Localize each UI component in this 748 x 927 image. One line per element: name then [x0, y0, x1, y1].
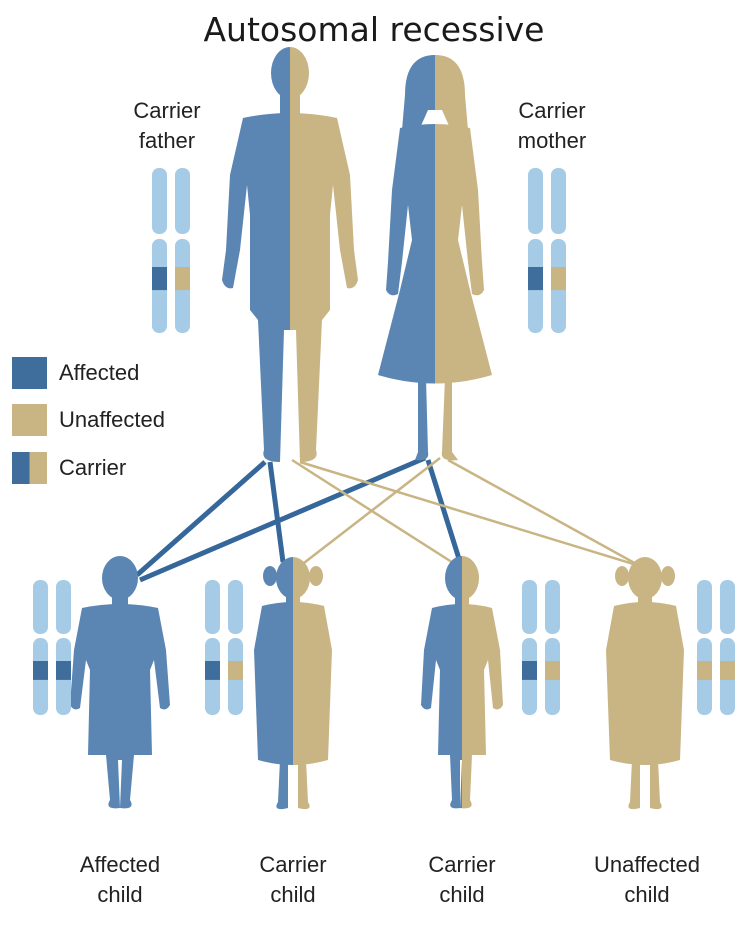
gene-band	[551, 267, 566, 291]
gene-band	[528, 267, 543, 291]
father-right-half	[290, 47, 358, 462]
line-father-to-child3	[291, 458, 459, 568]
mother-right-half	[435, 55, 492, 461]
chromosome-arm-top	[522, 580, 537, 634]
gene-band	[545, 661, 560, 680]
chromosome-pair-child2	[205, 580, 243, 715]
diagram-title: Autosomal recessive	[203, 10, 545, 49]
legend-swatch-carrier-left	[12, 452, 30, 484]
gene-band	[56, 661, 71, 680]
line-mother-to-child3	[425, 459, 463, 563]
legend-item-carrier: Carrier	[59, 452, 126, 484]
father-label-line1: Carrier	[133, 98, 201, 123]
line-mother-to-child2	[299, 457, 441, 567]
mother-label-line2: mother	[517, 128, 587, 153]
chromosome-arm-top	[528, 168, 543, 234]
legend-swatch-affected	[12, 357, 47, 389]
mother-label: Carrier mother	[497, 96, 607, 156]
chromosome-arm-top	[228, 580, 243, 634]
line-father-to-child1	[135, 460, 267, 577]
gene-band	[697, 661, 712, 680]
gene-band	[175, 267, 190, 291]
line-father-to-child2	[267, 461, 286, 563]
gene-band	[205, 661, 220, 680]
chromosome-arm-top	[720, 580, 735, 634]
child1-label: Affected child	[55, 850, 185, 910]
inheritance-lines	[135, 455, 641, 583]
gene-band	[720, 661, 735, 680]
chromosome-arm-top	[697, 580, 712, 634]
gene-band	[33, 661, 48, 680]
child3-label-line1: Carrier	[428, 852, 496, 877]
child-carrier-boy-figure	[421, 556, 503, 809]
child1-label-line2: child	[97, 882, 143, 907]
father-figure	[222, 47, 358, 462]
gene-band	[522, 661, 537, 680]
child-unaffected-figure	[606, 557, 684, 810]
child-carrier-girl-figure	[254, 557, 332, 810]
child4-label-line2: child	[624, 882, 670, 907]
mother-label-line1: Carrier	[518, 98, 586, 123]
line-mother-to-child1	[139, 455, 426, 583]
legend-swatches	[12, 357, 47, 484]
child2-label-line1: Carrier	[259, 852, 327, 877]
child3-label-line2: child	[439, 882, 485, 907]
child4-label-line1: Unaffected	[593, 852, 700, 877]
father-label-line2: father	[138, 128, 196, 153]
chromosome-arm-top	[56, 580, 71, 634]
legend-swatch-carrier-right	[29, 452, 47, 484]
mother-left-half	[378, 55, 435, 461]
chromosome-pair-father	[152, 168, 190, 333]
father-left-half	[222, 47, 290, 462]
chromosome-arm-top	[545, 580, 560, 634]
chromosome-arm-top	[33, 580, 48, 634]
legend-swatch-unaffected	[12, 404, 47, 436]
chromosome-arm-top	[175, 168, 190, 234]
child2-label-line2: child	[270, 882, 316, 907]
legend-label-affected: Affected	[59, 360, 140, 385]
mother-figure	[378, 55, 492, 461]
legend-label-carrier: Carrier	[59, 455, 127, 480]
chromosome-pair-mother	[528, 168, 566, 333]
line-father-to-child4	[299, 460, 641, 568]
gene-band	[228, 661, 243, 680]
chromosome-pair-child3	[522, 580, 560, 715]
chromosome-arm-top	[152, 168, 167, 234]
child-affected-figure	[70, 556, 170, 809]
child1-label-line1: Affected	[79, 852, 161, 877]
child2-label: Carrier child	[228, 850, 358, 910]
child4-label: Unaffected child	[572, 850, 722, 910]
chromosome-arm-top	[205, 580, 220, 634]
legend-item-unaffected: Unaffected	[59, 404, 165, 436]
chromosome-arm-top	[551, 168, 566, 234]
chromosome-pairs	[33, 168, 735, 715]
legend-item-affected: Affected	[59, 357, 139, 389]
father-label: Carrier father	[112, 96, 222, 156]
chromosome-pair-child1	[33, 580, 71, 715]
line-mother-to-child4	[447, 458, 641, 568]
chromosome-pair-child4	[697, 580, 735, 715]
legend-label-unaffected: Unaffected	[59, 407, 166, 432]
gene-band	[152, 267, 167, 291]
child3-label: Carrier child	[397, 850, 527, 910]
